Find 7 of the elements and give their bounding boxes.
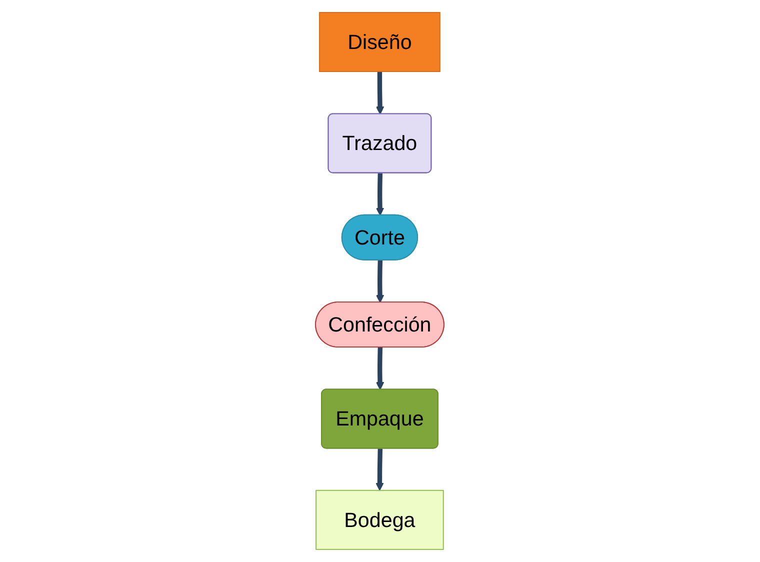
node-box: Bodega — [316, 490, 444, 550]
arrow — [376, 173, 384, 216]
arrow — [376, 72, 384, 115]
arrow — [376, 347, 384, 390]
arrow — [376, 448, 384, 491]
arrow — [376, 260, 384, 303]
node-box: Diseño — [319, 12, 441, 72]
